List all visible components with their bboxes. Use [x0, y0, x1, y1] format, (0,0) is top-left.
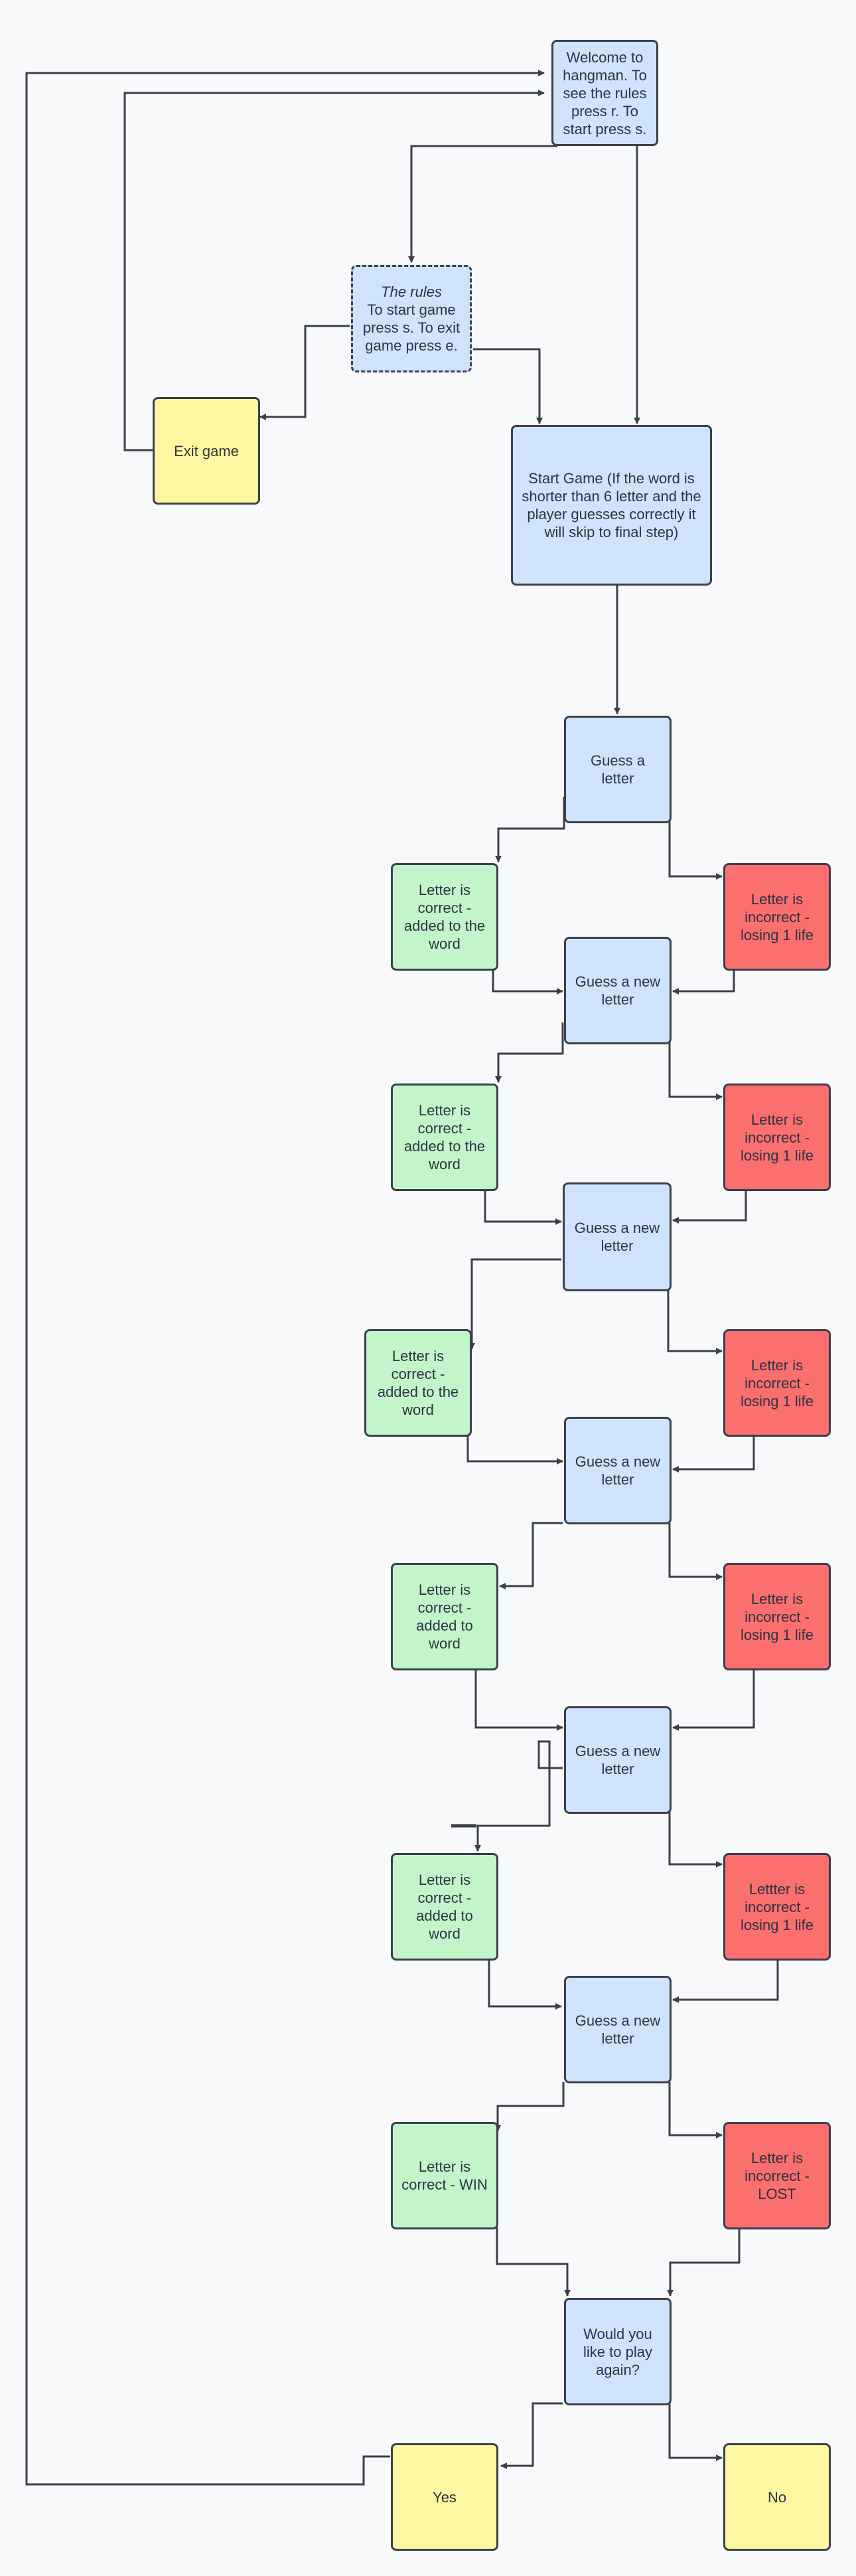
node-guess-5: Guess a new letter — [564, 1706, 672, 1814]
node-yes-text: Yes — [433, 2488, 457, 2506]
connector-correct1-to-guess2 — [492, 969, 563, 995]
node-incorrect-1: Letter is incorrect - losing 1 life — [723, 863, 831, 971]
connector-rules-to-exit — [259, 325, 350, 420]
node-start-game-text: Start Game (If the word is shorter than … — [522, 470, 701, 540]
node-incorrect-2-text: Letter is incorrect - losing 1 life — [740, 1111, 814, 1164]
node-guess-4: Guess a new letter — [564, 1417, 672, 1524]
node-correct-4-text: Letter is correct - added to word — [416, 1581, 473, 1652]
node-incorrect-6: Letter is incorrect - LOST — [723, 2122, 831, 2229]
connector-again-to-yes — [500, 2402, 563, 2469]
node-guess-2-text: Guess a new letter — [575, 973, 661, 1008]
node-correct-1: Letter is correct - added to the word — [391, 863, 498, 971]
connector-correct5-to-guess6 — [488, 1959, 562, 2010]
connector-guess3-to-incorrect3 — [667, 1288, 723, 1354]
node-rules: The rules To start game press s. To exit… — [351, 265, 472, 372]
node-welcome-text: Welcome to hangman. To see the rules pre… — [563, 48, 647, 137]
node-correct-3-text: Letter is correct - added to the word — [377, 1348, 459, 1418]
connector-guess1-to-correct1 — [495, 797, 565, 862]
node-incorrect-6-text: Letter is incorrect - LOST — [745, 2149, 810, 2202]
connector-welcome-to-rules — [408, 145, 557, 263]
node-guess-2: Guess a new letter — [564, 937, 672, 1044]
node-exit-game: Exit game — [153, 397, 260, 505]
connector-guess3-to-correct3 — [468, 1258, 561, 1350]
connector-incorrect5-to-guess6 — [672, 1959, 779, 2003]
node-incorrect-4: Letter is incorrect - losing 1 life — [723, 1563, 831, 1670]
node-incorrect-3-text: Letter is incorrect - losing 1 life — [740, 1356, 814, 1409]
connector-guess1-to-incorrect1 — [668, 820, 723, 880]
node-correct-5: Letter is correct - added to word — [391, 1853, 498, 1961]
node-correct-2: Letter is correct - added to the word — [391, 1084, 498, 1191]
node-guess-6: Guess a new letter — [564, 1976, 672, 2083]
node-guess-6-text: Guess a new letter — [575, 2012, 661, 2047]
connector-guess5-to-correct5 — [474, 1740, 563, 1852]
node-incorrect-3: Letter is incorrect - losing 1 life — [723, 1329, 831, 1437]
connector-incorrect4-to-guess5 — [672, 1668, 755, 1731]
node-start-game: Start Game (If the word is shorter than … — [511, 425, 712, 586]
node-guess-3-text: Guess a new letter — [574, 1220, 660, 1254]
node-yes: Yes — [391, 2443, 498, 2551]
connector-yes-to-welcome — [25, 70, 545, 2486]
connector-correct2-to-guess3 — [484, 1190, 562, 1225]
node-play-again-text: Would you like to play again? — [583, 2325, 652, 2378]
node-guess-1-text: Guess a letter — [591, 752, 645, 787]
node-incorrect-2: Letter is incorrect - losing 1 life — [723, 1084, 831, 1191]
connector-rules-to-start — [473, 348, 543, 424]
node-incorrect-4-text: Letter is incorrect - losing 1 life — [740, 1590, 814, 1643]
connector-correct3-to-guess4 — [466, 1435, 563, 1465]
node-no: No — [723, 2443, 831, 2551]
node-correct-3: Letter is correct - added to the word — [364, 1329, 472, 1437]
connector-guess5-to-incorrect5 — [668, 1811, 723, 1868]
node-guess-1: Guess a letter — [564, 716, 672, 823]
node-incorrect-5: Lettter is incorrect - losing 1 life — [723, 1853, 831, 1961]
node-correct-6-text: Letter is correct - WIN — [401, 2158, 488, 2193]
node-correct-1-text: Letter is correct - added to the word — [403, 882, 486, 952]
node-rules-title: The rules — [381, 283, 442, 300]
connector-guess2-to-incorrect2 — [668, 1040, 723, 1100]
connector-guess6-to-incorrect6 — [668, 2082, 723, 2138]
connector-incorrect3-to-guess4 — [672, 1435, 755, 1473]
node-correct-5-text: Letter is correct - added to word — [416, 1872, 473, 1942]
node-correct-4: Letter is correct - added to word — [391, 1563, 498, 1670]
node-welcome: Welcome to hangman. To see the rules pre… — [551, 40, 658, 146]
node-incorrect-5-text: Lettter is incorrect - losing 1 life — [740, 1880, 814, 1933]
connector-incorrect1-to-guess2 — [672, 969, 735, 995]
connector-incorrect6-to-again — [667, 2227, 741, 2296]
node-play-again: Would you like to play again? — [564, 2298, 672, 2405]
connector-guess4-to-incorrect4 — [668, 1523, 723, 1580]
node-guess-4-text: Guess a new letter — [575, 1453, 661, 1488]
node-rules-text: To start game press s. To exit game pres… — [362, 301, 461, 354]
connector-correct6-to-again — [496, 2227, 571, 2296]
connector-guess2-to-correct2 — [495, 1022, 564, 1083]
connector-again-to-no — [668, 2403, 723, 2461]
node-incorrect-1-text: Letter is incorrect - losing 1 life — [740, 890, 814, 943]
connector-guess6-to-correct6 — [494, 2082, 565, 2132]
connector-incorrect2-to-guess3 — [672, 1190, 747, 1224]
node-guess-3: Guess a new letter — [563, 1182, 672, 1291]
node-correct-2-text: Letter is correct - added to the word — [403, 1102, 486, 1172]
node-correct-6: Letter is correct - WIN — [391, 2122, 498, 2229]
node-guess-5-text: Guess a new letter — [575, 1743, 661, 1777]
connector-correct4-to-guess5 — [474, 1668, 563, 1731]
connector-guess4-to-correct4 — [499, 1522, 563, 1589]
node-exit-game-text: Exit game — [174, 442, 239, 459]
connector-exit-to-welcome — [123, 90, 545, 451]
node-no-text: No — [767, 2488, 787, 2506]
